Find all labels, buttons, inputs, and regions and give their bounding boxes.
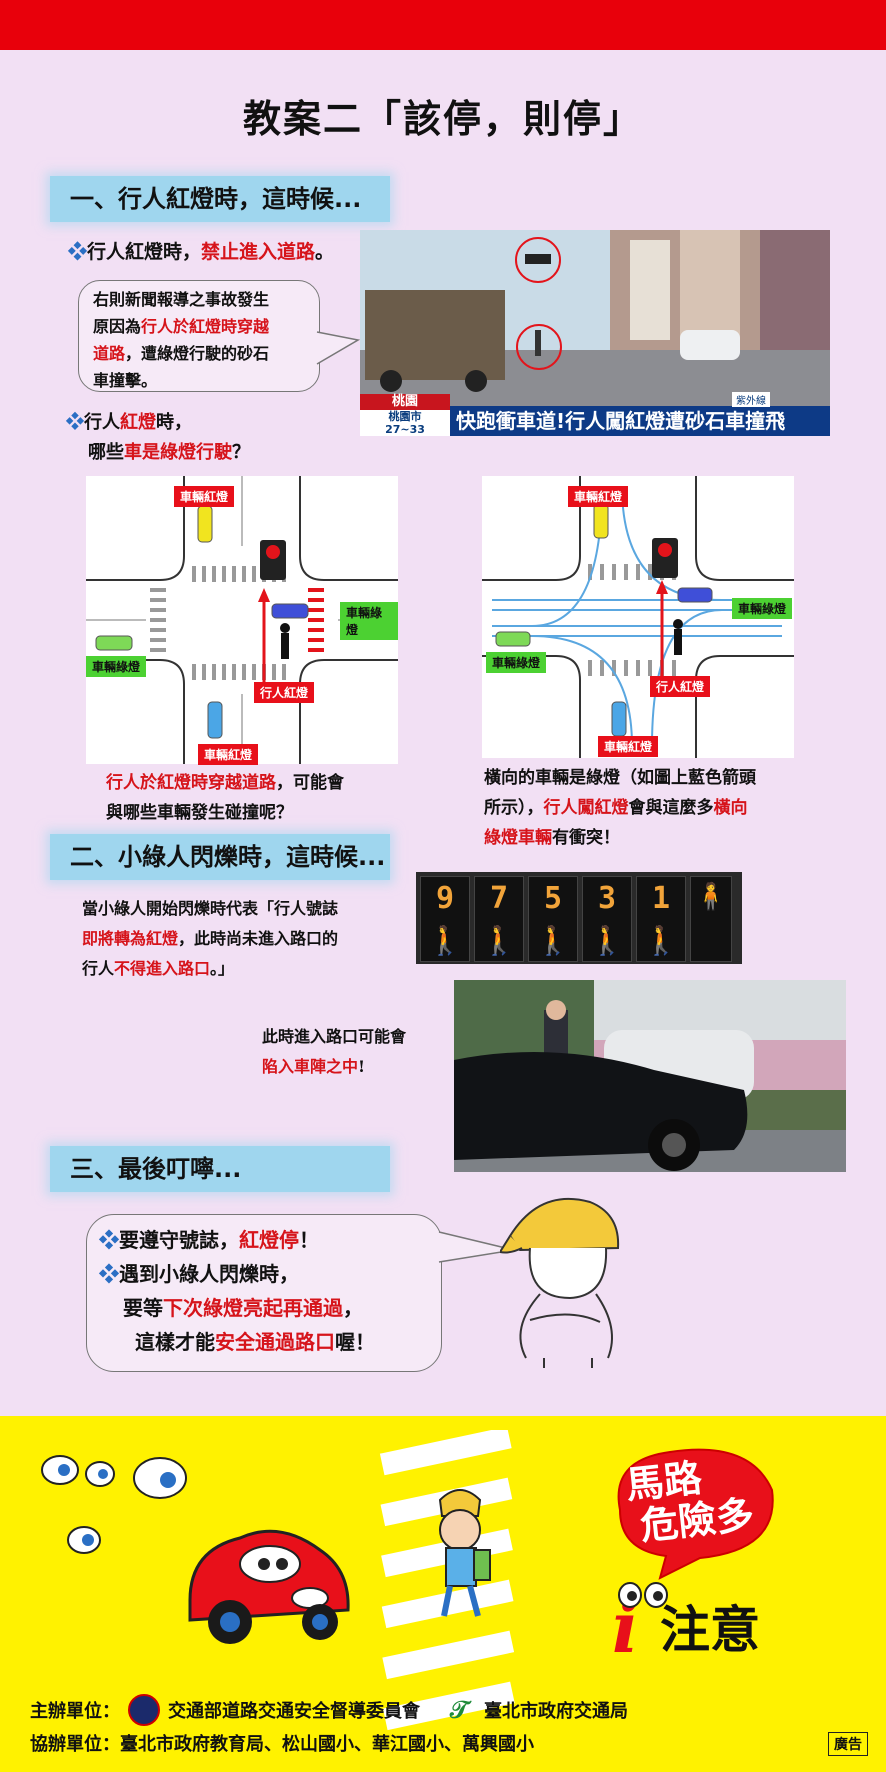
diamond-bullet-icon: ❖ [99,1262,119,1286]
pedestrian-countdown-signals: 9🚶7🚶5🚶3🚶1🚶🧍 [416,872,742,964]
taipei-transport-logo-icon: 𝒯 [450,1696,469,1724]
tag-car-red: 車輛紅燈 [174,486,235,507]
diamond-bullet-icon: ❖ [68,241,88,263]
tag-car-green: 車輛綠燈 [486,652,547,673]
countdown-signal-tile: 3🚶 [582,876,632,962]
bullet-2: ❖行人紅燈時， 哪些車是綠燈行駛？ [66,412,250,463]
green-walking-man-icon: 🚶 [481,924,517,957]
countdown-digit: 3 [597,881,617,916]
cartoon-red-car-icon [188,1529,350,1644]
slogan-attention: 注意 [660,1601,760,1659]
countdown-digit: 7 [489,881,509,916]
caption-right: 橫向的車輛是綠燈（如圖上藍色箭頭 所示），行人闖紅燈會與這麼多橫向 綠燈車輛有衝… [484,768,756,848]
news-weather-box: 桃園 桃園市 27~33 [360,394,450,436]
watching-eyes-icon [41,1455,187,1554]
road-safety-committee-logo-icon [128,1694,160,1726]
section-2-text: 當小綠人開始閃爍時代表「行人號誌 即將轉為紅燈，此時尚未進入路口的 行人不得進入… [82,899,339,978]
red-standing-man-tile: 🧍 [690,876,732,962]
intersection-drawing-arrows [482,476,794,758]
co-host-line: 協辦單位：臺北市政府教育局、松山國小、華江國小、萬興國小 [30,1734,534,1755]
countdown-signal-tile: 5🚶 [528,876,578,962]
news-uv-label: 紫外線 [732,392,770,407]
intersection-diagram-right: 車輛紅燈 車輛綠燈 車輛綠燈 行人紅燈 車輛紅燈 [482,476,794,758]
news-explanation-bubble: 右則新聞報導之事故發生 原因為行人於紅燈時穿越 道路，遭綠燈行駛的砂石 車撞擊。 [78,280,320,392]
section-2-note: 此時進入路口可能會 陷入車陣之中! [262,1027,407,1076]
countdown-signal-tile: 1🚶 [636,876,686,962]
diamond-bullet-icon: ❖ [99,1228,119,1252]
green-walking-man-icon: 🚶 [589,924,625,957]
red-standing-man-icon: 🧍 [694,882,728,912]
tag-car-green: 車輛綠燈 [732,598,793,619]
tag-ped-red: 行人紅燈 [254,682,315,703]
page-title: 教案二「該停，則停」 [242,97,643,141]
child-with-cap-illustration [500,1197,620,1368]
bullet-1: ❖行人紅燈時，禁止進入道路。 [68,241,335,263]
countdown-digit: 1 [651,881,671,916]
traffic-scene [454,980,846,1172]
bubble-tail [316,331,360,365]
host-line: 主辦單位： 交通部道路交通安全督導委員會 𝒯 臺北市政府交通局 [30,1694,628,1726]
news-headline-bar: 快跑衝車道!行人闖紅燈遭砂石車撞飛 [450,406,830,436]
zebra-crossing-with-child-icon [379,1430,515,1731]
reminder-bubble: ❖要遵守號誌，紅燈停！ ❖遇到小綠人閃爍時， 要等下次綠燈亮起再通過， 這樣才能… [86,1214,442,1372]
countdown-digit: 5 [543,881,563,916]
slogan-text: 馬路 危險多 [623,1455,757,1549]
green-walking-man-icon: 🚶 [643,924,679,957]
tag-car-red: 車輛紅燈 [198,744,259,765]
top-red-bar [0,0,886,50]
countdown-signal-tile: 9🚶 [420,876,470,962]
countdown-digit: 9 [435,881,455,916]
diamond-bullet-icon: ❖ [66,412,84,433]
tag-car-green: 車輛綠燈 [86,656,147,677]
tag-car-red: 車輛紅燈 [598,736,659,757]
section-2-heading: 二、小綠人閃爍時，這時候... [50,834,390,880]
green-walking-man-icon: 🚶 [427,924,463,957]
ad-label: 廣告 [828,1732,868,1756]
slogan-eyes-icon [618,1582,668,1608]
green-walking-man-icon: 🚶 [535,924,571,957]
car-traffic-photo [454,980,846,1172]
section-1-heading: 一、行人紅燈時，這時候... [50,176,390,222]
caption-left: 行人於紅燈時穿越道路，可能會 與哪些車輛發生碰撞呢？ [106,773,344,823]
countdown-signal-tile: 7🚶 [474,876,524,962]
section-3-heading: 三、最後叮嚀... [50,1146,390,1192]
news-screenshot: 桃園 桃園市 27~33 快跑衝車道!行人闖紅燈遭砂石車撞飛 紫外線 [360,230,830,436]
intersection-diagram-left: 車輛紅燈 車輛綠燈 車輛綠燈 行人紅燈 車輛紅燈 [86,476,398,765]
tag-car-red: 車輛紅燈 [568,486,629,507]
tag-car-green: 車輛綠燈 [340,602,398,640]
tag-ped-red: 行人紅燈 [650,676,711,697]
slogan-speech-bubble [617,1448,774,1580]
intersection-drawing [86,476,398,764]
